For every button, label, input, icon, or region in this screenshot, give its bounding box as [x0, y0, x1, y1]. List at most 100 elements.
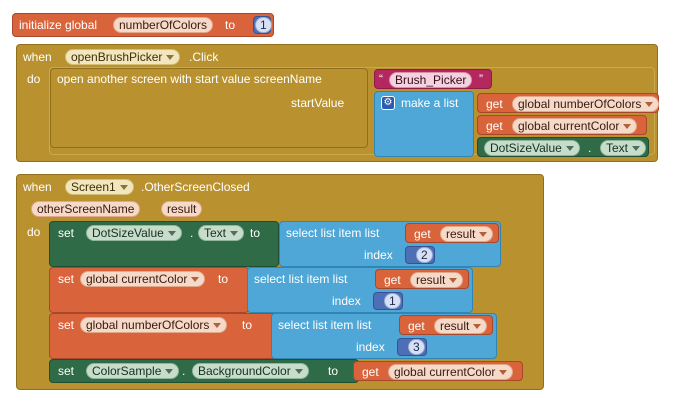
dot-label: .: [588, 141, 592, 155]
start-value-label: startValue: [291, 96, 345, 110]
select-list-item-label: select list item list: [254, 272, 348, 286]
number-field[interactable]: 2: [416, 247, 433, 263]
component-name: Screen1: [71, 180, 116, 194]
event-screen1-otherscreenclosed-block[interactable]: when Screen1 .OtherScreenClosed otherScr…: [16, 174, 544, 390]
text-field[interactable]: Brush_Picker: [389, 72, 473, 88]
component-dropdown[interactable]: Screen1: [65, 179, 134, 195]
variable-name: global currentColor: [86, 272, 188, 286]
variable-dropdown[interactable]: result: [434, 318, 488, 334]
variable-name: result: [440, 319, 470, 333]
get-global-block[interactable]: get global numberOfColors: [477, 93, 660, 113]
get-global-block[interactable]: get global currentColor: [477, 115, 647, 135]
open-quote: “: [379, 72, 383, 86]
number-field[interactable]: 1: [384, 293, 401, 309]
open-another-screen-block[interactable]: open another screen with start value scr…: [50, 68, 368, 148]
variable-name: global numberOfColors: [86, 318, 210, 332]
property-dropdown[interactable]: Text: [198, 225, 245, 241]
component-name: DotSizeValue: [92, 226, 164, 240]
chevron-down-icon: [473, 324, 482, 330]
when-label: when: [23, 180, 52, 194]
variable-dropdown[interactable]: result: [410, 272, 464, 288]
get-variable-block[interactable]: get result: [399, 315, 493, 335]
component-dropdown[interactable]: ColorSample: [86, 363, 180, 379]
select-list-item-block[interactable]: select list item list index: [247, 267, 473, 313]
variable-dropdown[interactable]: global numberOfColors: [80, 317, 228, 333]
number-block[interactable]: 2: [405, 246, 435, 264]
component-name: openBrushPicker: [71, 50, 163, 64]
set-label: set: [58, 364, 75, 378]
do-label: do: [27, 225, 41, 239]
variable-dropdown[interactable]: global currentColor: [512, 118, 638, 134]
make-a-list-label: make a list: [401, 96, 459, 110]
component-name: DotSizeValue: [490, 141, 562, 155]
chevron-down-icon: [645, 102, 654, 108]
set-label: set: [58, 272, 75, 286]
variable-name: result: [446, 227, 476, 241]
number-block[interactable]: 1: [253, 16, 272, 34]
event-name-label: .OtherScreenClosed: [141, 180, 250, 194]
property-name: BackgroundColor: [198, 364, 291, 378]
text-block[interactable]: “ Brush_Picker ”: [374, 69, 492, 89]
set-label: set: [58, 318, 75, 332]
chevron-down-icon: [565, 146, 574, 152]
number-field[interactable]: 1: [255, 17, 272, 33]
to-label: to: [225, 18, 236, 32]
variable-dropdown[interactable]: global numberOfColors: [512, 96, 660, 112]
chevron-down-icon: [479, 232, 488, 238]
event-parameter[interactable]: result: [161, 201, 203, 217]
select-list-item-label: select list item list: [278, 318, 372, 332]
index-label: index: [364, 248, 393, 262]
to-label: to: [218, 272, 229, 286]
global-variable-name-field[interactable]: numberOfColors: [113, 17, 214, 33]
get-label: get: [486, 119, 503, 133]
variable-dropdown[interactable]: global currentColor: [388, 364, 514, 380]
chevron-down-icon: [632, 146, 641, 152]
number-block[interactable]: 3: [397, 338, 427, 356]
event-parameter[interactable]: otherScreenName: [31, 201, 141, 217]
close-quote: ”: [479, 72, 483, 86]
when-label: when: [23, 50, 52, 64]
chevron-down-icon: [499, 370, 508, 376]
chevron-down-icon: [191, 277, 200, 283]
select-list-item-label: select list item list: [286, 226, 380, 240]
get-label: get: [414, 227, 431, 241]
set-component-property-block[interactable]: set ColorSample . BackgroundColor to: [49, 359, 359, 383]
gear-icon[interactable]: ⚙: [381, 96, 395, 110]
variable-dropdown[interactable]: result: [440, 226, 494, 242]
chevron-down-icon: [294, 369, 303, 375]
make-a-list-block[interactable]: ⚙ make a list: [374, 91, 474, 157]
variable-name-text: numberOfColors: [119, 18, 208, 32]
get-global-block[interactable]: get global currentColor: [353, 361, 523, 381]
get-label: get: [408, 319, 425, 333]
component-dropdown[interactable]: DotSizeValue: [484, 140, 580, 156]
variable-name: global numberOfColors: [518, 97, 642, 111]
set-label: set: [58, 226, 75, 240]
number-field[interactable]: 3: [408, 339, 425, 355]
chevron-down-icon: [119, 185, 128, 191]
set-variable-block[interactable]: set global currentColor to: [49, 267, 249, 313]
component-dropdown[interactable]: openBrushPicker: [65, 49, 181, 65]
index-label: index: [356, 340, 385, 354]
set-variable-block[interactable]: set global numberOfColors to: [49, 313, 277, 359]
initialize-global-label: initialize global: [19, 18, 98, 32]
to-label: to: [250, 226, 261, 240]
property-dropdown[interactable]: BackgroundColor: [192, 363, 309, 379]
variable-name: global currentColor: [394, 365, 496, 379]
get-variable-block[interactable]: get result: [405, 223, 499, 243]
get-variable-block[interactable]: get result: [375, 269, 469, 289]
number-block[interactable]: 1: [373, 292, 403, 310]
chevron-down-icon: [165, 369, 174, 375]
get-label: get: [362, 365, 379, 379]
variable-dropdown[interactable]: global currentColor: [80, 271, 206, 287]
set-component-property-block[interactable]: set DotSizeValue . Text to: [49, 221, 279, 267]
get-label: get: [384, 273, 401, 287]
chevron-down-icon: [623, 124, 632, 130]
event-openbrushpicker-click-block[interactable]: when openBrushPicker .Click do open anot…: [16, 44, 660, 162]
to-label: to: [242, 318, 253, 332]
text-value: Brush_Picker: [395, 73, 467, 87]
component-dropdown[interactable]: DotSizeValue: [86, 225, 182, 241]
component-property-getter-block[interactable]: DotSizeValue . Text: [477, 137, 649, 157]
initialize-global-block[interactable]: initialize global numberOfColors to 1: [12, 13, 274, 37]
property-name: Text: [204, 226, 227, 240]
property-dropdown[interactable]: Text: [600, 140, 647, 156]
